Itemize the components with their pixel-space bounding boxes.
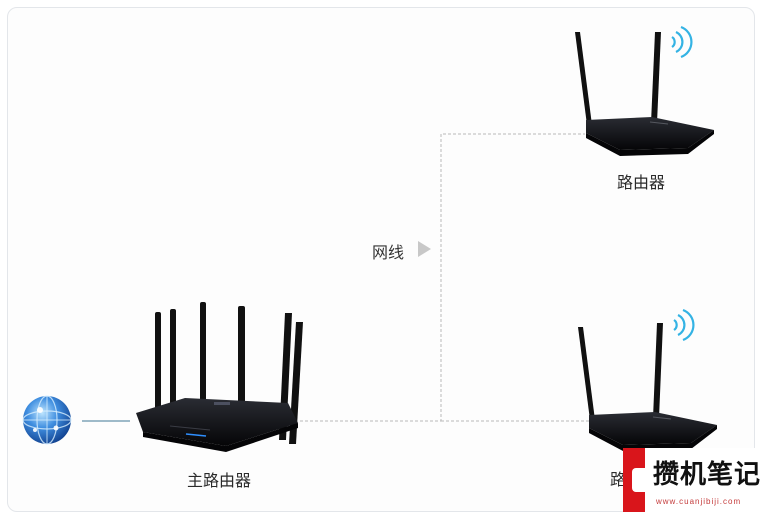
router-image (578, 308, 717, 451)
wifi-signal-icon (673, 308, 695, 342)
cable-label: 网线 (372, 243, 405, 262)
wifi-signal-icon (671, 25, 693, 59)
globe-icon (22, 395, 72, 445)
watermark-logo: 攒机笔记 www.cuanjibiji.com (623, 448, 762, 512)
router-image (575, 25, 714, 156)
arrow-right-icon (418, 241, 431, 257)
watermark-mark-icon (623, 448, 652, 512)
watermark-title: 攒机笔记 (653, 460, 762, 490)
connection-lines (82, 133, 590, 422)
cable-line-bottom (300, 133, 585, 422)
main-router-label: 主路由器 (187, 471, 252, 490)
main-router-image (136, 302, 303, 452)
top-router-label: 路由器 (617, 173, 666, 192)
watermark-url: www.cuanjibiji.com (656, 497, 742, 506)
